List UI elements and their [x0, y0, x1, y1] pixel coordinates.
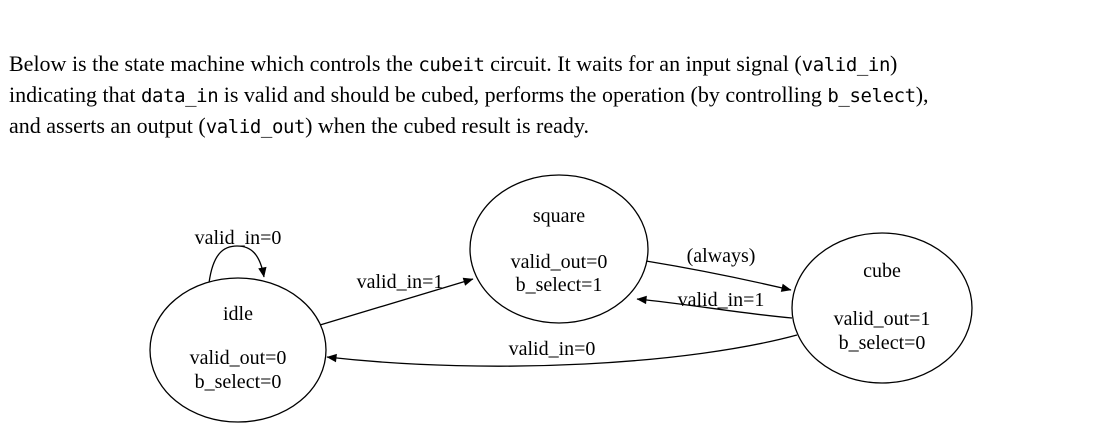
- state-square-name: square: [533, 205, 585, 227]
- transition-idle-self-loop: [208, 245, 267, 284]
- state-idle-output-1: valid_out=0: [190, 347, 287, 369]
- text-segment: circuit. It waits for an input signal (: [484, 51, 802, 76]
- edge-label-idle-to-square: valid_in=1: [357, 271, 444, 293]
- edge-label-cube-to-idle: valid_in=0: [509, 338, 596, 360]
- text-segment: indicating that: [9, 82, 141, 107]
- paragraph-line-2: indicating that data_in is valid and sho…: [9, 80, 929, 111]
- state-idle: idle valid_out=0 b_select=0: [149, 277, 327, 423]
- state-idle-name: idle: [223, 303, 253, 325]
- transition-idle-to-square: [319, 277, 474, 326]
- text-segment: ): [889, 51, 898, 76]
- transition-cube-to-square: [636, 295, 793, 319]
- transition-square-to-cube: [645, 260, 792, 292]
- state-square: square valid_out=0 b_select=1: [469, 174, 649, 324]
- state-cube-ellipse: [791, 232, 973, 384]
- edge-label-square-to-cube: (always): [687, 245, 756, 267]
- code-token-b-select: b_select: [827, 85, 916, 107]
- code-token-cubeit: cubeit: [418, 54, 485, 76]
- paragraph-line-1: Below is the state machine which control…: [9, 49, 929, 80]
- code-token-data-in: data_in: [140, 85, 219, 107]
- state-square-output-2: b_select=1: [516, 274, 603, 296]
- text-segment: ),: [915, 82, 929, 107]
- transition-cube-to-idle: [326, 334, 798, 367]
- edge-label-idle-self-loop: valid_in=0: [195, 227, 282, 249]
- state-cube: cube valid_out=1 b_select=0: [791, 232, 973, 384]
- state-cube-output-2: b_select=0: [839, 332, 926, 354]
- state-square-output-1: valid_out=0: [511, 251, 608, 273]
- text-segment: ) when the cubed result is ready.: [305, 113, 589, 138]
- text-segment: and asserts an output (: [9, 113, 206, 138]
- text-segment: Below is the state machine which control…: [9, 51, 419, 76]
- state-idle-output-2: b_select=0: [195, 371, 282, 393]
- state-cube-name: cube: [863, 260, 901, 282]
- state-square-ellipse: [469, 174, 649, 324]
- description-paragraph: Below is the state machine which control…: [9, 49, 929, 142]
- code-token-valid-out: valid_out: [205, 116, 306, 138]
- paragraph-line-3: and asserts an output (valid_out) when t…: [9, 111, 929, 142]
- code-token-valid-in: valid_in: [801, 54, 891, 76]
- state-idle-ellipse: [149, 277, 327, 423]
- text-segment: is valid and should be cubed, performs t…: [218, 82, 828, 107]
- state-cube-output-1: valid_out=1: [834, 308, 931, 330]
- edge-label-cube-to-square: valid_in=1: [678, 289, 765, 311]
